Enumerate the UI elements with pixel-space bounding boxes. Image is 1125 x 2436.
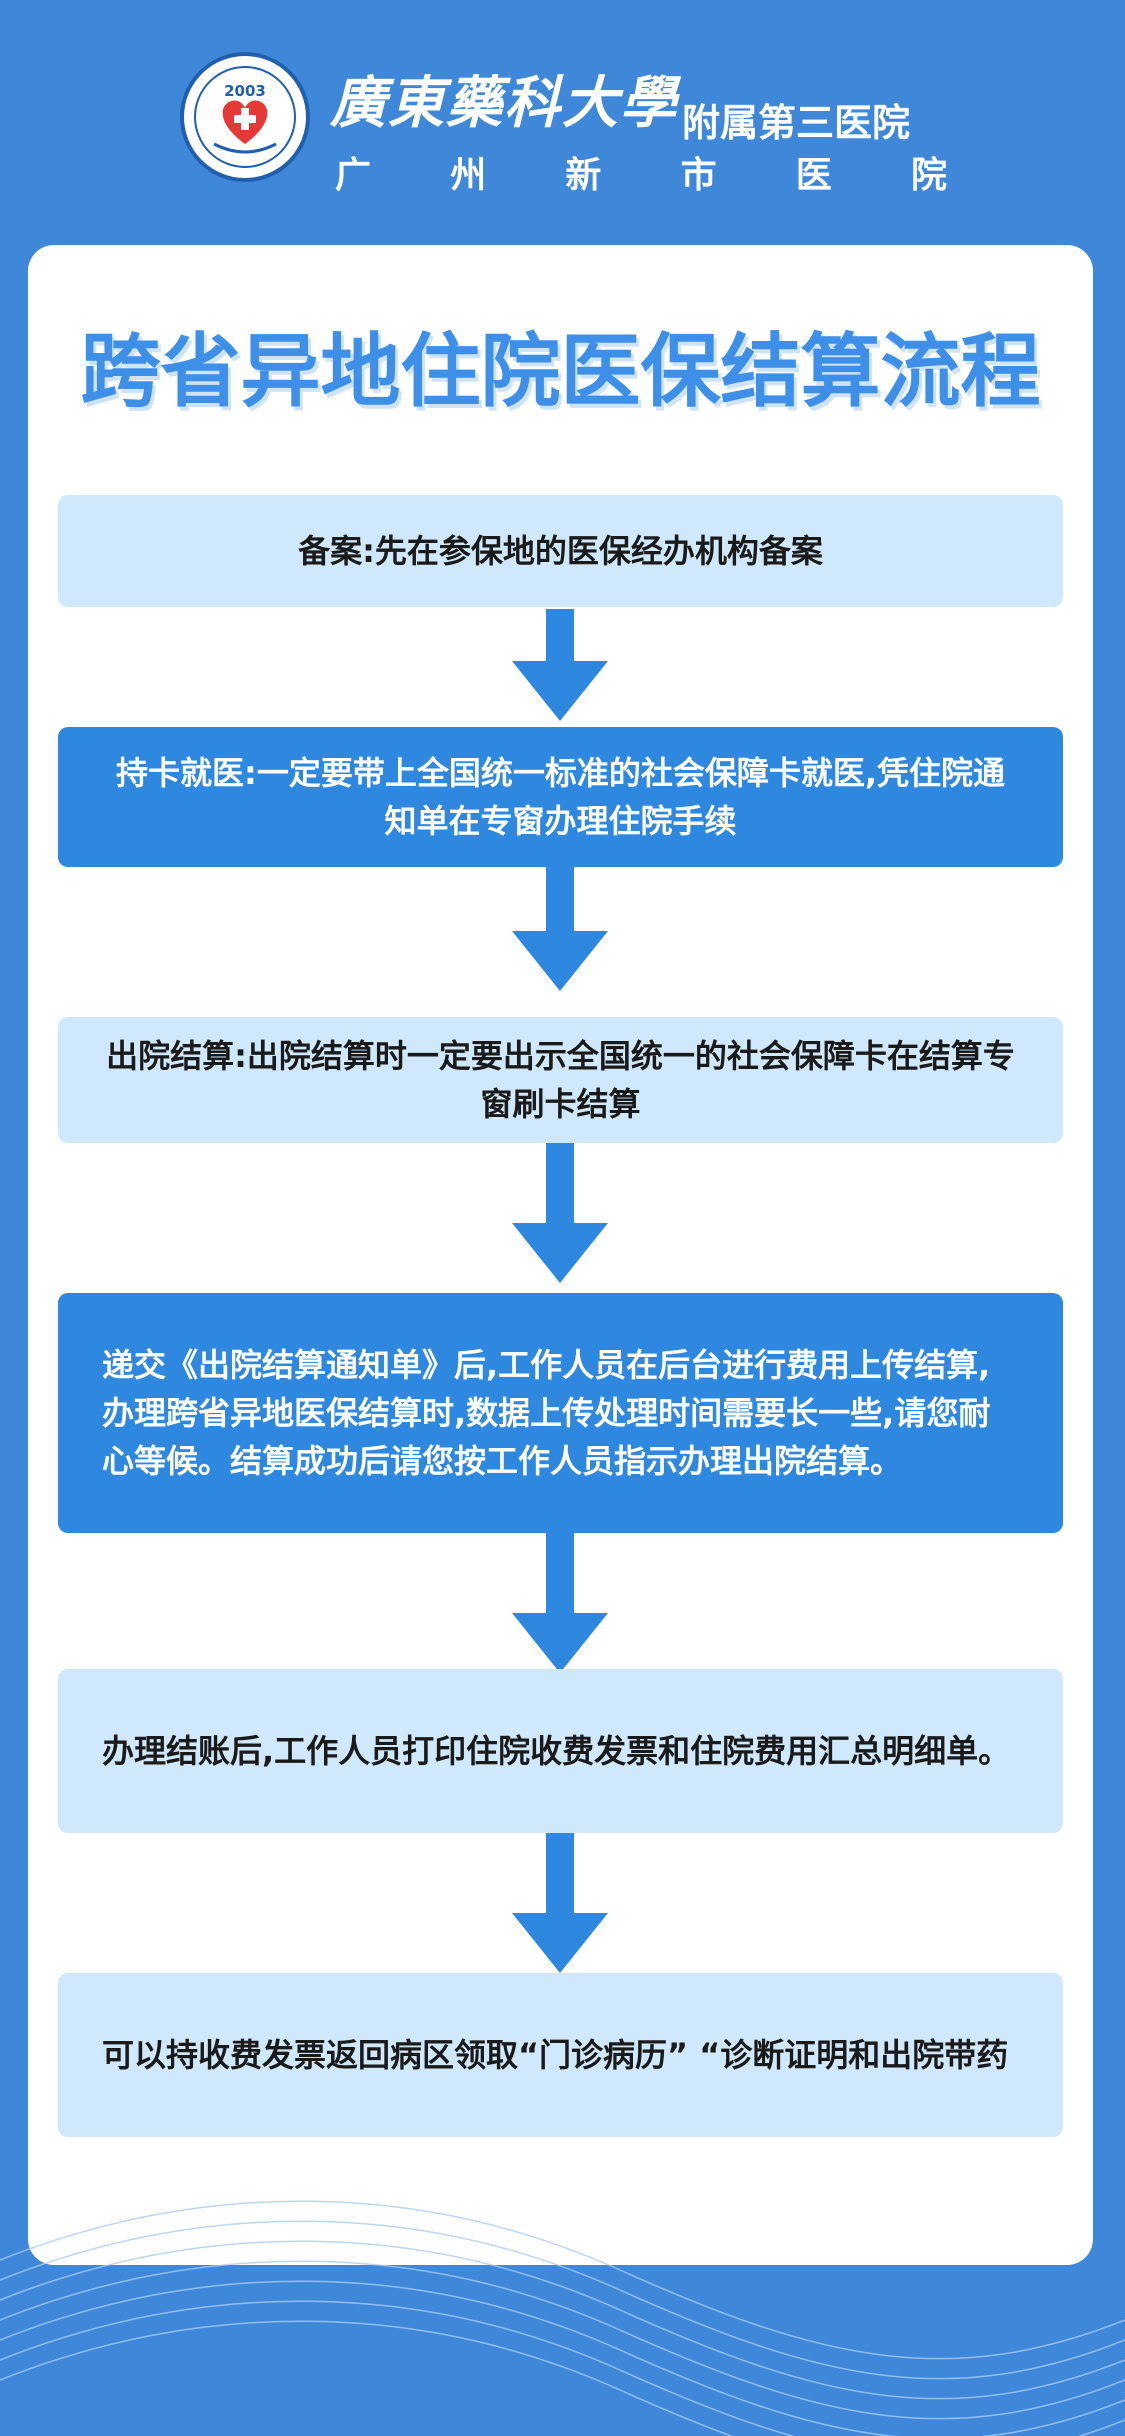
- decorative-waves: [0, 2140, 1125, 2436]
- flow-step-filing: 备案:先在参保地的医保经办机构备案: [58, 495, 1063, 607]
- hospital-logo: 2003: [180, 52, 310, 182]
- flow-arrow-down-icon: [512, 1143, 608, 1283]
- flow-step-card-treatment: 持卡就医:一定要带上全国统一标准的社会保障卡就医,凭住院通知单在专窗办理住院手续: [58, 727, 1063, 867]
- hospital-name-char: 州: [450, 146, 486, 198]
- flow-arrow-down-icon: [512, 609, 608, 721]
- hospital-name: 广 州 新 市 医 院: [335, 146, 947, 198]
- flow-arrow-down-icon: [512, 867, 608, 991]
- flowchart-card: 跨省异地住院医保结算流程 备案:先在参保地的医保经办机构备案 持卡就医:一定要带…: [28, 245, 1093, 2265]
- flow-step-submit-notice: 递交《出院结算通知单》后,工作人员在后台进行费用上传结算,办理跨省异地医保结算时…: [58, 1293, 1063, 1533]
- header: 2003 廣東藥科大學 附属第三医院 广 州 新 市 医 院: [0, 0, 1125, 240]
- hospital-name-char: 院: [911, 146, 947, 198]
- hospital-name-char: 广: [335, 146, 371, 198]
- page-title: 跨省异地住院医保结算流程: [28, 307, 1093, 423]
- logo-year: 2003: [184, 82, 306, 100]
- university-suffix: 附属第三医院: [682, 92, 910, 147]
- university-name: 廣東藥科大學: [330, 58, 678, 139]
- flow-arrow-down-icon: [512, 1833, 608, 1973]
- flow-step-discharge-settlement: 出院结算:出院结算时一定要出示全国统一的社会保障卡在结算专窗刷卡结算: [58, 1017, 1063, 1143]
- hospital-name-char: 市: [681, 146, 717, 198]
- flow-step-print-invoice: 办理结账后,工作人员打印住院收费发票和住院费用汇总明细单。: [58, 1669, 1063, 1833]
- flow-step-collect-records: 可以持收费发票返回病区领取“门诊病历” “诊断证明和出院带药: [58, 1973, 1063, 2137]
- hospital-name-char: 医: [796, 146, 832, 198]
- logo-emblem-icon: [184, 56, 306, 178]
- hospital-name-char: 新: [565, 146, 601, 198]
- flow-arrow-down-icon: [512, 1533, 608, 1673]
